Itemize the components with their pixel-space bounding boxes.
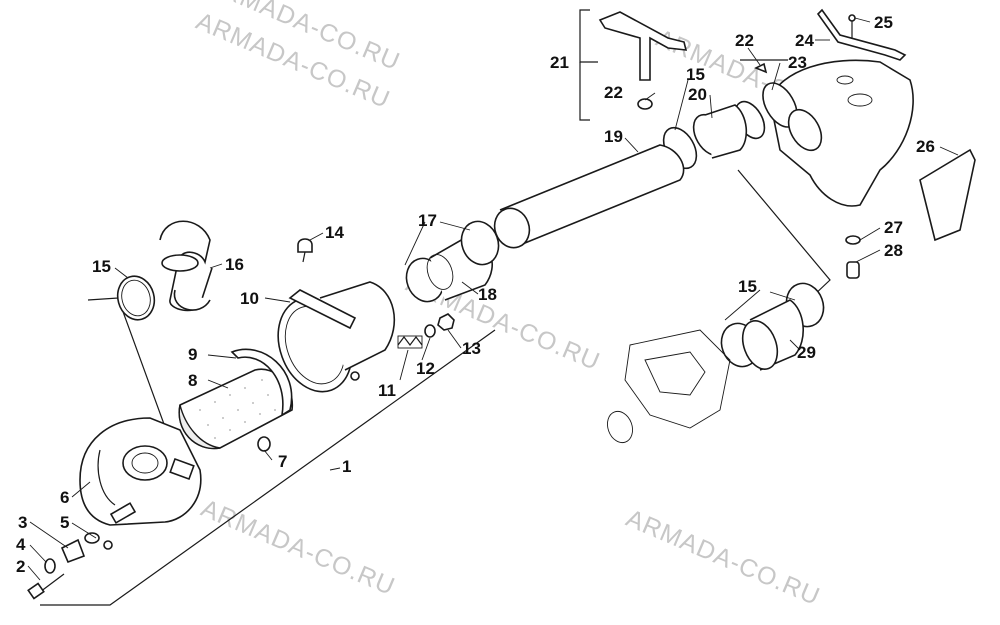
callout-29: 29 <box>797 343 816 362</box>
callout-22: 22 <box>604 83 623 102</box>
callout-17: 17 <box>418 211 437 230</box>
callout-8: 8 <box>188 371 197 390</box>
intake-tube <box>493 144 685 249</box>
callout-21: 21 <box>550 53 569 72</box>
callout-2: 2 <box>16 557 25 576</box>
watermark-text: ARMADA-CO.RU <box>622 504 824 611</box>
watermark-text: ARMADA-CO.RU <box>197 494 399 601</box>
air-box-cover <box>277 281 396 393</box>
callout-25: 25 <box>874 13 893 32</box>
callout-10: 10 <box>240 289 259 308</box>
callout-12: 12 <box>416 359 435 378</box>
air-box-housing <box>79 417 202 526</box>
drain-plug <box>845 235 861 279</box>
callout-18: 18 <box>478 285 497 304</box>
callout-5: 5 <box>60 513 69 532</box>
callout-15: 15 <box>92 257 111 276</box>
fastener-knob <box>297 238 313 263</box>
callout-4: 4 <box>16 535 26 554</box>
cover-panel <box>919 148 976 242</box>
intake-coupler <box>405 220 500 303</box>
callout-20: 20 <box>688 85 707 104</box>
callout-26: 26 <box>916 137 935 156</box>
filter-seal-ring <box>230 348 293 417</box>
callout-6: 6 <box>60 488 69 507</box>
tube-coupler <box>692 104 748 159</box>
callout-22: 22 <box>735 31 754 50</box>
grommet <box>257 436 271 452</box>
callout-9: 9 <box>188 345 197 364</box>
callout-13: 13 <box>462 339 481 358</box>
throttle-body-reference <box>607 329 731 444</box>
callout-19: 19 <box>604 127 623 146</box>
spring-washer-nut <box>397 313 455 349</box>
callout-7: 7 <box>278 452 287 471</box>
callout-15: 15 <box>738 277 757 296</box>
intake-silencer-box <box>762 59 914 207</box>
air-filter-element <box>178 368 293 450</box>
callout-1: 1 <box>342 457 351 476</box>
callout-15: 15 <box>686 65 705 84</box>
callout-23: 23 <box>788 53 807 72</box>
callout-labels: 2 3 4 5 6 1 7 8 9 10 11 12 13 14 15 15 1… <box>16 13 935 576</box>
intake-elbow-duct <box>159 220 213 312</box>
callout-27: 27 <box>884 218 903 237</box>
throttle-body-coupler <box>741 299 805 371</box>
callout-24: 24 <box>795 31 814 50</box>
callout-3: 3 <box>18 513 27 532</box>
callout-14: 14 <box>325 223 344 242</box>
callout-16: 16 <box>225 255 244 274</box>
callout-28: 28 <box>884 241 903 260</box>
breather-hose <box>598 11 768 110</box>
bolt-and-fasteners <box>27 502 137 600</box>
leader-lines <box>27 17 959 581</box>
callout-11: 11 <box>378 381 396 400</box>
